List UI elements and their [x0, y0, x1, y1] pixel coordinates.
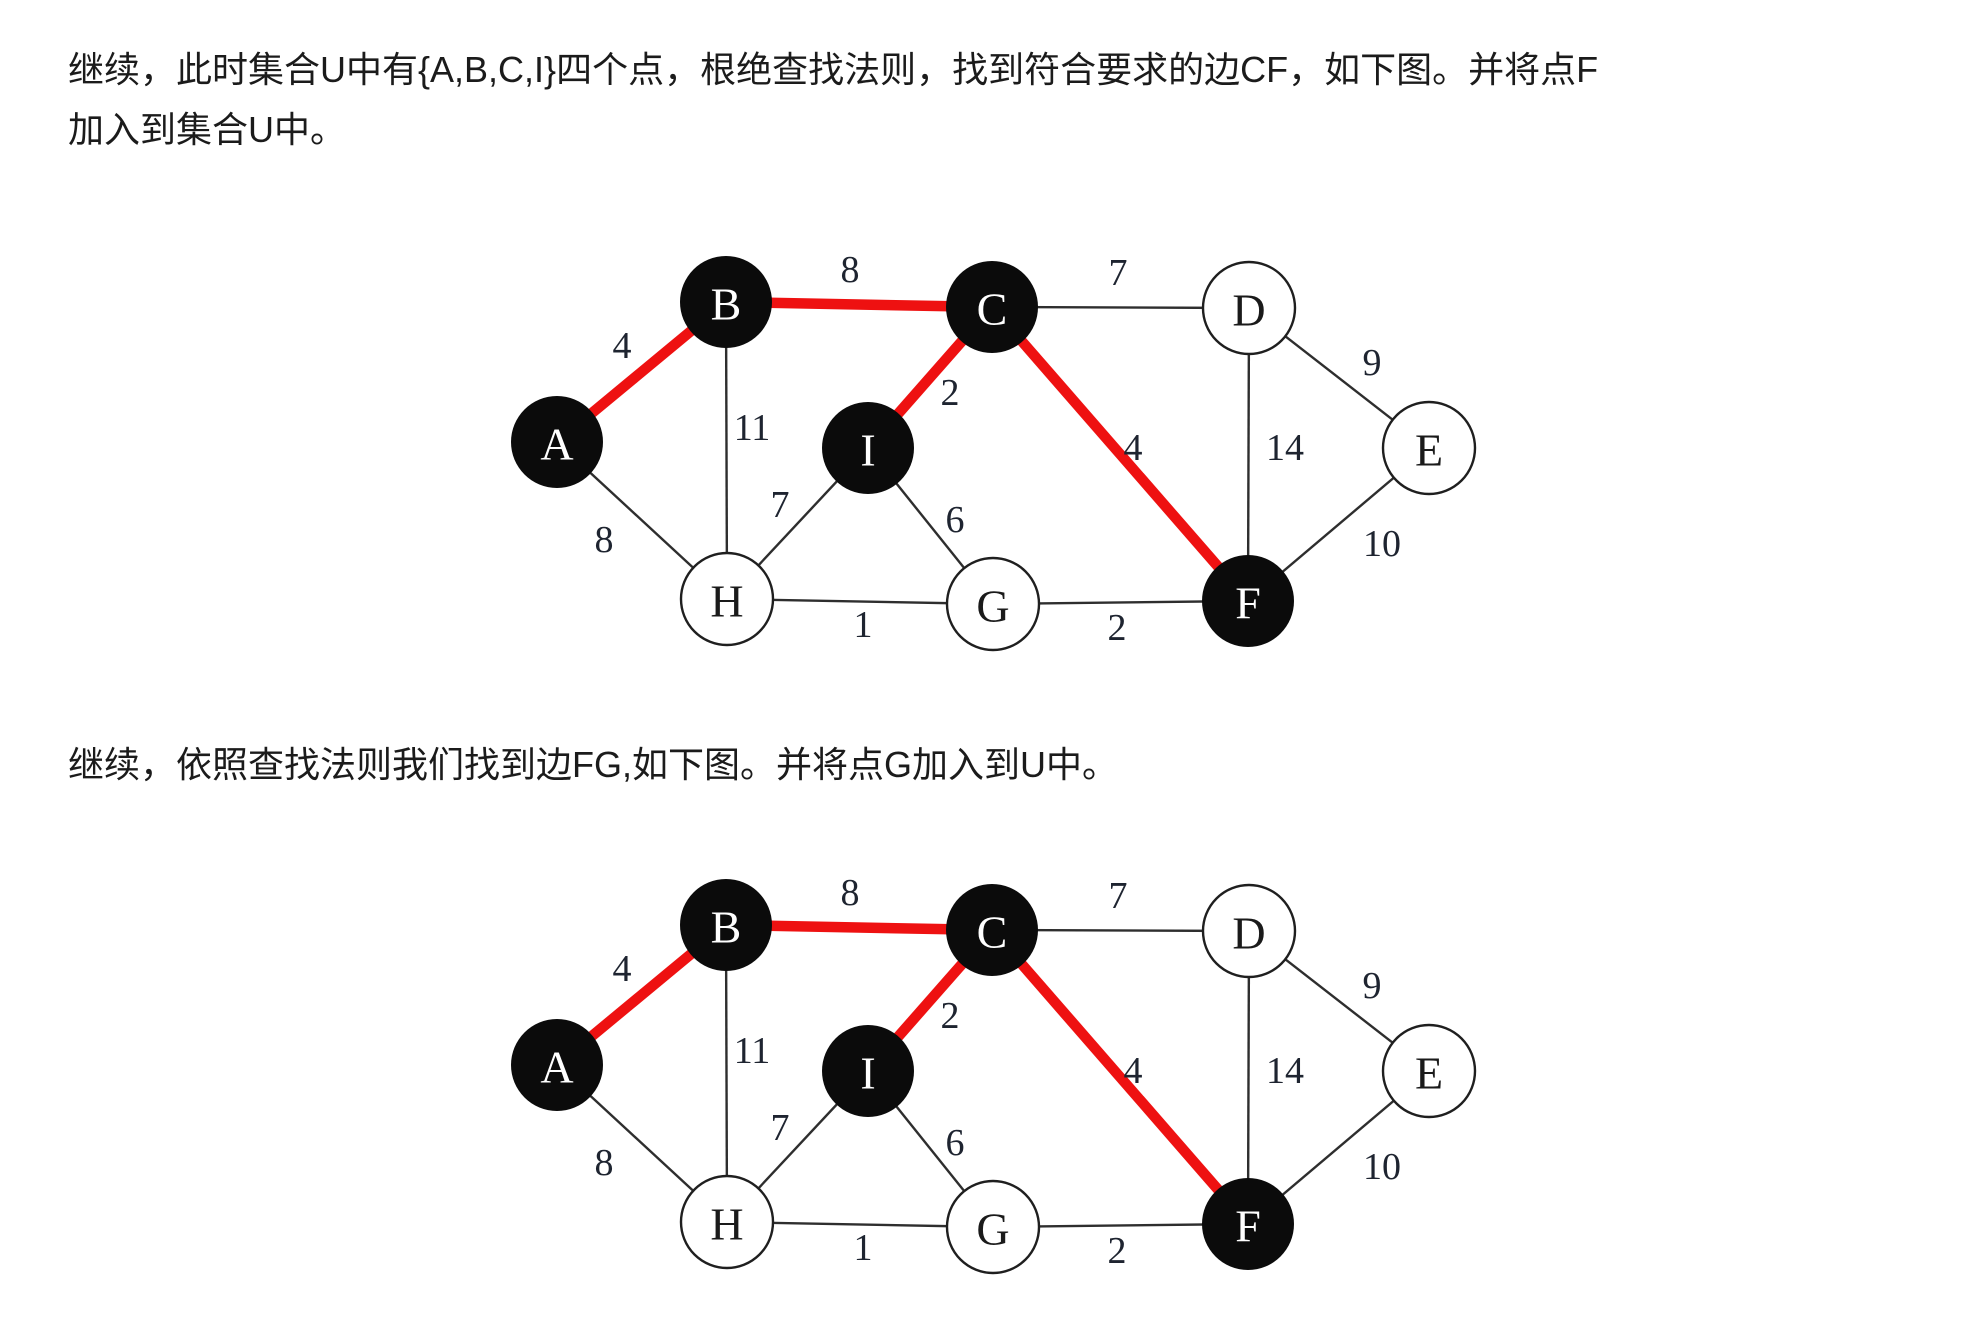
node-A — [511, 1019, 603, 1111]
weight-label-BC: 8 — [841, 249, 860, 291]
node-I — [822, 1025, 914, 1117]
paragraph-step-cf-line-2: 加入到集合U中。 — [68, 109, 346, 150]
node-A — [511, 396, 603, 488]
edge-BH — [724, 924, 729, 1223]
node-E — [1381, 400, 1477, 496]
node-G — [945, 1179, 1041, 1275]
node-H — [679, 551, 775, 647]
node-D — [1201, 260, 1297, 356]
weight-label-IG: 6 — [946, 499, 965, 541]
node-F — [1202, 555, 1294, 647]
weight-label-AH: 8 — [595, 1142, 614, 1184]
paragraph-step-cf-line-1: 继续，此时集合U中有{A,B,C,I}四个点，根绝查找法则，找到符合要求的边CF… — [68, 49, 1599, 90]
weight-label-AH: 8 — [595, 519, 614, 561]
weight-label-GF: 2 — [1108, 1230, 1127, 1272]
weight-label-DE: 9 — [1363, 965, 1382, 1007]
node-D — [1201, 883, 1297, 979]
edge-CF-selected — [988, 303, 1252, 605]
node-I — [822, 402, 914, 494]
node-label-B: B — [711, 902, 742, 953]
paragraph-step-fg: 继续，依照查找法则我们找到边FG,如下图。并将点G加入到U中。 — [68, 735, 1118, 795]
node-C — [946, 261, 1038, 353]
node-B — [680, 256, 772, 348]
paragraph-step-cf: 继续，此时集合U中有{A,B,C,I}四个点，根绝查找法则，找到符合要求的边CF… — [68, 40, 1598, 160]
node-label-A: A — [540, 1042, 573, 1093]
weight-label-CI: 2 — [941, 372, 960, 414]
node-label-C: C — [977, 907, 1008, 958]
edge-DF — [1246, 930, 1251, 1225]
node-label-G: G — [976, 1204, 1009, 1255]
node-label-B: B — [711, 279, 742, 330]
node-C — [946, 884, 1038, 976]
node-F — [1202, 1178, 1294, 1270]
weight-label-BH: 11 — [734, 407, 771, 449]
weight-label-CI: 2 — [941, 995, 960, 1037]
weight-label-GF: 2 — [1108, 607, 1127, 649]
weight-label-CD: 7 — [1109, 252, 1128, 294]
node-G — [945, 556, 1041, 652]
weight-label-CF: 4 — [1124, 1050, 1143, 1092]
node-label-F: F — [1235, 1201, 1261, 1252]
node-label-I: I — [860, 1048, 875, 1099]
weight-label-HG: 1 — [854, 1227, 873, 1269]
weight-label-HG: 1 — [854, 604, 873, 646]
weight-label-IG: 6 — [946, 1122, 965, 1164]
node-H — [679, 1174, 775, 1270]
node-label-I: I — [860, 425, 875, 476]
node-E — [1381, 1023, 1477, 1119]
node-label-D: D — [1232, 908, 1265, 959]
weight-label-AB: 4 — [613, 948, 632, 990]
edge-DF — [1246, 307, 1251, 602]
weight-label-EF: 10 — [1363, 1146, 1401, 1188]
node-label-E: E — [1415, 1048, 1443, 1099]
weight-label-BC: 8 — [841, 872, 860, 914]
node-label-H: H — [710, 1199, 743, 1250]
weight-label-DF: 14 — [1266, 427, 1304, 469]
node-label-E: E — [1415, 425, 1443, 476]
weight-label-CD: 7 — [1109, 875, 1128, 917]
node-label-D: D — [1232, 285, 1265, 336]
weight-label-BH: 11 — [734, 1030, 771, 1072]
weight-label-IH: 7 — [771, 1107, 790, 1149]
node-label-H: H — [710, 576, 743, 627]
node-label-F: F — [1235, 578, 1261, 629]
paragraph-step-fg-line-1: 继续，依照查找法则我们找到边FG,如下图。并将点G加入到U中。 — [68, 744, 1118, 785]
edge-BH — [724, 301, 729, 600]
edge-CF-selected — [988, 926, 1252, 1228]
weight-label-DF: 14 — [1266, 1050, 1304, 1092]
node-label-C: C — [977, 284, 1008, 335]
weight-label-CF: 4 — [1124, 427, 1143, 469]
weight-label-EF: 10 — [1363, 523, 1401, 565]
weight-label-DE: 9 — [1363, 342, 1382, 384]
node-label-A: A — [540, 419, 573, 470]
node-label-G: G — [976, 581, 1009, 632]
weight-label-IH: 7 — [771, 484, 790, 526]
weight-label-AB: 4 — [613, 325, 632, 367]
node-B — [680, 879, 772, 971]
